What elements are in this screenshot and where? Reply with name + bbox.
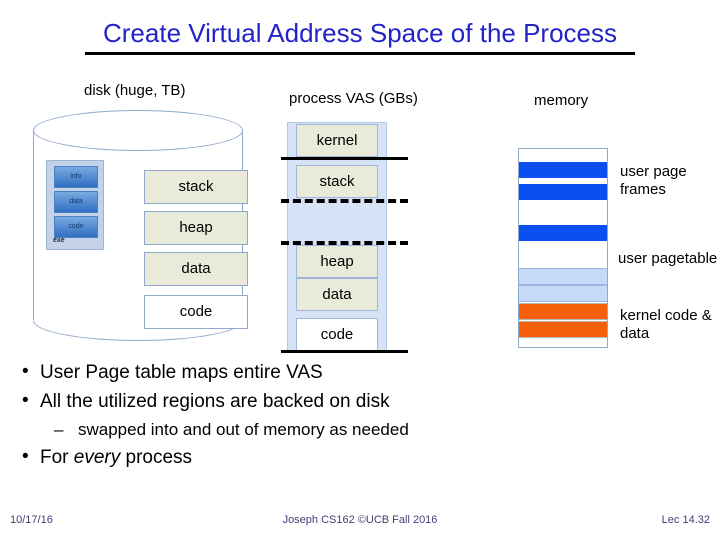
- bullet-3-pre: For: [40, 447, 74, 468]
- vas-stack-growth-dashed-line: [281, 199, 408, 203]
- process-vas-column: [287, 122, 387, 352]
- vas-heap-growth-dashed-line: [281, 241, 408, 245]
- vas-segment-data: data: [296, 278, 378, 311]
- bullet-list: User Page table maps entire VAS All the …: [18, 361, 578, 476]
- caption-disk: disk (huge, TB): [84, 82, 186, 99]
- disk-segment-code: code: [144, 295, 248, 329]
- memory-band-kernel: [519, 303, 607, 320]
- disk-cylinder-top-ellipse: [33, 110, 243, 151]
- memory-band-pagetable: [519, 268, 607, 285]
- title-underline: [85, 52, 635, 55]
- caption-memory: memory: [534, 92, 589, 109]
- memory-band-frame: [519, 225, 607, 241]
- memory-band-kernel: [519, 321, 607, 338]
- exe-block-info: info: [54, 166, 98, 188]
- footer-date: 10/17/16: [10, 514, 53, 526]
- vas-segment-stack: stack: [296, 165, 378, 198]
- disk-segment-heap: heap: [144, 211, 248, 245]
- bullet-item-3: For every process: [18, 446, 578, 469]
- footer-credit: Joseph CS162 ©UCB Fall 2016: [282, 514, 438, 526]
- bullet-3-emphasis: every: [73, 447, 121, 468]
- physical-memory-column: [518, 148, 608, 348]
- bullet-3-post: process: [120, 447, 193, 468]
- memory-band-pagetable: [519, 285, 607, 302]
- memory-band-frame: [519, 162, 607, 178]
- exe-block-data: data: [54, 191, 98, 213]
- memory-label-kernel-code-data: kernel code & data: [620, 307, 712, 342]
- vas-segment-heap: heap: [296, 245, 378, 278]
- bullet-item-1: User Page table maps entire VAS: [18, 361, 578, 384]
- disk-segment-stack: stack: [144, 170, 248, 204]
- memory-label-user-pagetable: user pagetable: [618, 250, 718, 267]
- vas-segment-code: code: [296, 318, 378, 351]
- caption-process-vas: process VAS (GBs): [289, 90, 418, 107]
- bullet-item-2: All the utilized regions are backed on d…: [18, 390, 578, 413]
- exe-block-code: code: [54, 216, 98, 238]
- page-title: Create Virtual Address Space of the Proc…: [102, 18, 618, 48]
- memory-label-user-page-frames: user page frames: [620, 163, 687, 198]
- disk-segment-data: data: [144, 252, 248, 286]
- vas-kernel-boundary-line: [281, 157, 408, 160]
- vas-segment-kernel: kernel: [296, 124, 378, 157]
- vas-bottom-boundary-line: [281, 350, 408, 353]
- bullet-item-2-sub: swapped into and out of memory as needed: [18, 420, 578, 440]
- exe-icon-label: exe: [53, 237, 65, 244]
- exe-file-icon: info data code exe: [46, 160, 104, 250]
- footer-lecture: Lec 14.32: [661, 514, 710, 526]
- memory-band-frame: [519, 184, 607, 200]
